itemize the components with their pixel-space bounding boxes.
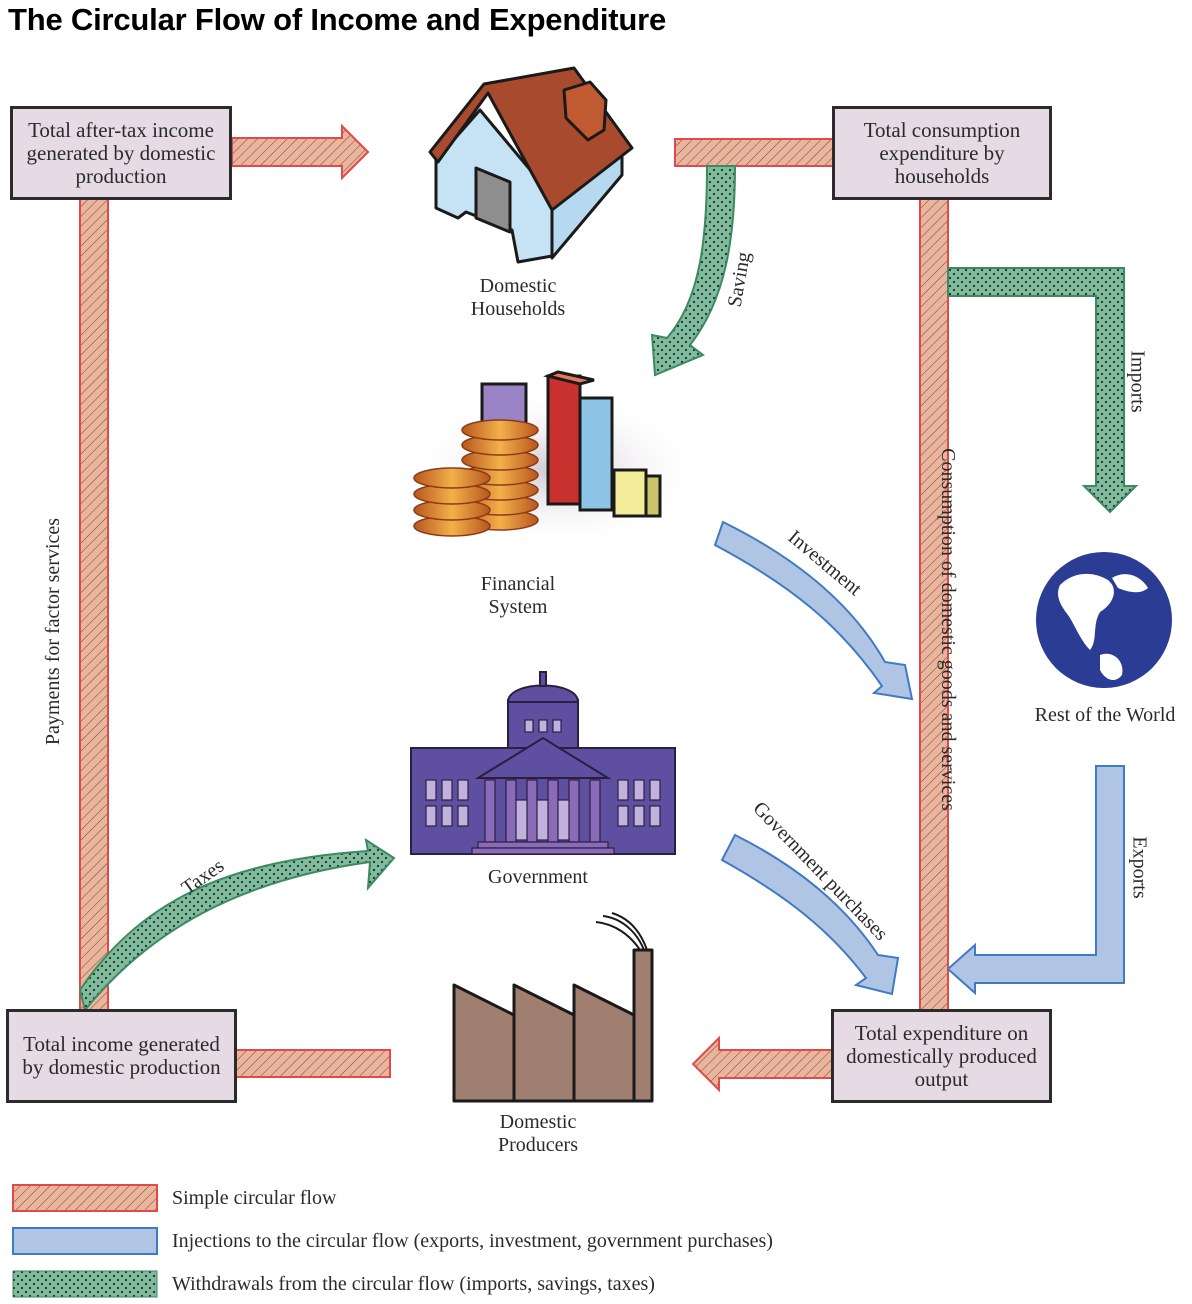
expenditure-to-producers-arrow [691, 1035, 834, 1093]
payments-factor-bar [79, 197, 109, 1011]
simple-flow-arrows [79, 123, 949, 1093]
after-tax-income-box: Total after-tax income generated by dome… [10, 106, 232, 200]
withdrawal-swatch [12, 1270, 158, 1298]
government-icon [410, 671, 676, 855]
factory-icon [452, 912, 654, 1103]
taxes-arrow [78, 837, 396, 1013]
house-icon [428, 66, 634, 264]
withdrawal-arrows [78, 165, 1139, 1013]
payments-factor-label: Payments for factor services [42, 517, 65, 746]
government-label: Government [488, 866, 588, 888]
legend-item-simple: Simple circular flow [12, 1183, 336, 1213]
consumption-expenditure-text: Total consumption expenditure by househo… [863, 117, 1021, 188]
producers-label: Domestic Producers [498, 1111, 578, 1156]
total-expenditure-box: Total expenditure on domestically produc… [831, 1009, 1052, 1103]
globe-icon [1036, 552, 1172, 688]
legend-label: Simple circular flow [172, 1186, 337, 1209]
total-income-text: Total income generated by domestic produ… [22, 1032, 221, 1079]
households-to-consumption-bar [674, 138, 836, 167]
consumption-expenditure-box: Total consumption expenditure by househo… [832, 106, 1052, 200]
after-tax-income-text: Total after-tax income generated by dome… [26, 117, 216, 188]
legend-label: Withdrawals from the circular flow (impo… [172, 1272, 655, 1295]
saving-arrow [650, 165, 737, 377]
exports-arrow [946, 765, 1125, 996]
rest-of-world-label: Rest of the World [1034, 704, 1176, 726]
consumption-domestic-label: Consumption of domestic goods and servic… [936, 448, 959, 811]
households-label: Domestic Households [470, 275, 566, 320]
legend-item-injection: Injections to the circular flow (exports… [12, 1226, 773, 1256]
producers-to-income-bar [235, 1049, 391, 1078]
exports-label: Exports [1128, 836, 1151, 899]
total-income-box: Total income generated by domestic produ… [6, 1009, 237, 1103]
financial-system-label: Financial System [480, 573, 556, 618]
income-to-households-arrow [231, 123, 370, 181]
legend-item-withdrawal: Withdrawals from the circular flow (impo… [12, 1269, 655, 1299]
diagram-title: The Circular Flow of Income and Expendit… [8, 2, 666, 37]
imports-label: Imports [1126, 350, 1149, 413]
simple-flow-swatch [12, 1184, 158, 1212]
financial-system-icon [405, 370, 705, 550]
legend-label: Injections to the circular flow (exports… [172, 1229, 773, 1252]
imports-arrow [947, 267, 1139, 514]
injection-arrows [713, 520, 1125, 996]
injection-swatch [12, 1227, 158, 1255]
government-purchases-arrow [720, 833, 900, 996]
total-expenditure-text: Total expenditure on domestically produc… [846, 1020, 1037, 1091]
investment-arrow [713, 520, 914, 701]
